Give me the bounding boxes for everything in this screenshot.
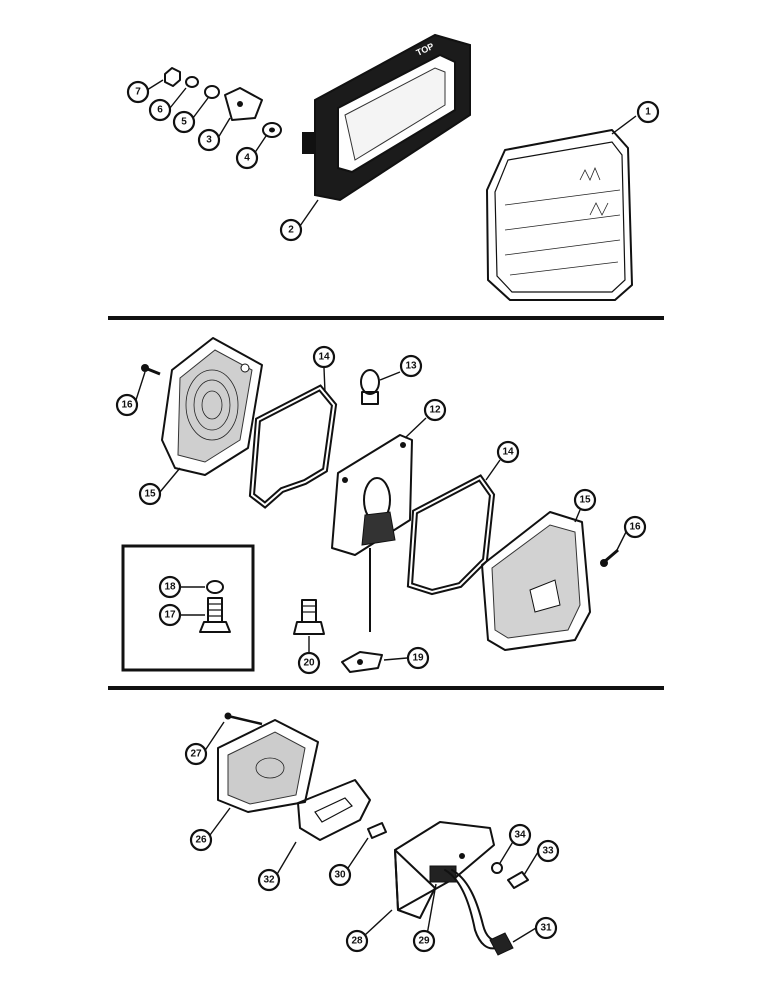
- svg-text:15: 15: [144, 489, 156, 500]
- bolt-20: [293, 599, 325, 635]
- svg-text:32: 32: [263, 875, 275, 886]
- callout-27: 27: [184, 742, 208, 766]
- svg-text:16: 16: [629, 522, 641, 533]
- connector-29: [429, 865, 457, 883]
- svg-text:2: 2: [288, 225, 294, 236]
- callout-16-left: 16: [115, 393, 139, 417]
- callout-3: 3: [197, 128, 221, 152]
- callout-17: 17: [158, 603, 182, 627]
- svg-text:17: 17: [164, 610, 176, 621]
- lockwasher-18: [206, 580, 224, 594]
- svg-text:14: 14: [502, 447, 514, 458]
- lens-15-left: [161, 337, 263, 476]
- callout-6: 6: [148, 98, 172, 122]
- screw-16-right: [600, 548, 619, 567]
- washer-5: [204, 85, 220, 99]
- rear-lens-26: [217, 719, 319, 813]
- svg-text:13: 13: [405, 361, 417, 372]
- callout-16-right: 16: [623, 515, 647, 539]
- callout-14-right: 14: [496, 440, 520, 464]
- bolt-17: [199, 597, 231, 633]
- svg-text:28: 28: [351, 936, 363, 947]
- callout-32: 32: [257, 868, 281, 892]
- svg-text:19: 19: [412, 653, 424, 664]
- svg-text:5: 5: [181, 117, 187, 128]
- svg-text:14: 14: [318, 352, 330, 363]
- callout-19: 19: [406, 646, 430, 670]
- callout-7: 7: [126, 80, 150, 104]
- callout-15-left: 15: [138, 482, 162, 506]
- plate-19: [341, 651, 383, 673]
- svg-text:3: 3: [206, 135, 212, 146]
- callout-26: 26: [189, 828, 213, 852]
- callout-18: 18: [158, 575, 182, 599]
- svg-text:20: 20: [303, 658, 315, 669]
- mounting-bracket: [224, 87, 263, 121]
- lens-15-right: [481, 511, 591, 651]
- gasket-14-right: [406, 474, 496, 596]
- detail-inset-box: [121, 544, 255, 672]
- rear-housing-28: [394, 821, 495, 919]
- svg-text:4: 4: [244, 153, 250, 164]
- callout-15-right: 15: [573, 488, 597, 512]
- callout-5: 5: [172, 110, 196, 134]
- washer-4: [262, 122, 282, 138]
- callout-34: 34: [508, 823, 532, 847]
- callout-2: 2: [279, 218, 303, 242]
- mounting-plate-12: [331, 434, 413, 632]
- bulb-13: [360, 369, 380, 405]
- svg-text:16: 16: [121, 400, 133, 411]
- sealed-beam-lamp: [486, 129, 633, 301]
- terminal-34: [491, 862, 503, 874]
- svg-text:7: 7: [135, 87, 141, 98]
- bulb-30: [367, 822, 387, 839]
- headlamp-housing: TOP: [302, 33, 471, 202]
- callout-31: 31: [534, 916, 558, 940]
- callout-28: 28: [345, 929, 369, 953]
- svg-text:12: 12: [429, 405, 441, 416]
- callout-30: 30: [328, 863, 352, 887]
- gasket-14-left: [248, 384, 338, 509]
- svg-text:26: 26: [195, 835, 207, 846]
- svg-text:34: 34: [514, 830, 526, 841]
- callout-29: 29: [412, 929, 436, 953]
- svg-text:29: 29: [418, 936, 430, 947]
- svg-text:30: 30: [334, 870, 346, 881]
- svg-text:15: 15: [579, 495, 591, 506]
- callout-33: 33: [536, 839, 560, 863]
- screw-16-left: [141, 364, 161, 376]
- svg-text:18: 18: [164, 582, 176, 593]
- callout-20: 20: [297, 651, 321, 675]
- lockwasher-6: [185, 76, 199, 88]
- gasket-32: [297, 779, 371, 841]
- svg-text:27: 27: [190, 749, 202, 760]
- callout-12: 12: [423, 398, 447, 422]
- callout-4: 4: [235, 146, 259, 170]
- callout-14-left: 14: [312, 345, 336, 369]
- callout-13: 13: [399, 354, 423, 378]
- svg-text:31: 31: [540, 923, 552, 934]
- terminal-33: [507, 871, 529, 889]
- callout-1: 1: [636, 100, 660, 124]
- svg-text:1: 1: [645, 107, 651, 118]
- nut-7: [164, 67, 181, 87]
- wire-harness: [444, 869, 514, 956]
- svg-text:6: 6: [157, 105, 163, 116]
- screw-27: [224, 712, 263, 726]
- svg-text:33: 33: [542, 846, 554, 857]
